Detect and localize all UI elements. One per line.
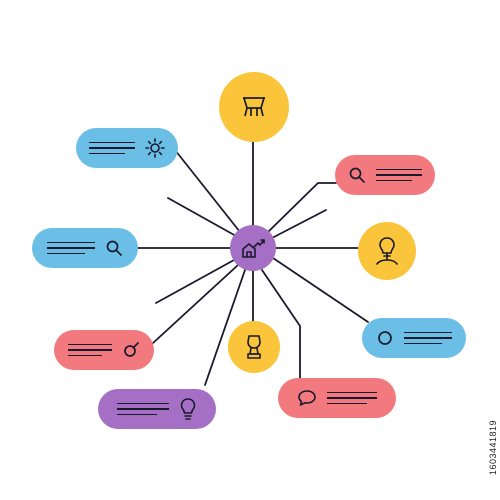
upper-right-pill (335, 155, 435, 195)
magnifier-icon (105, 239, 123, 257)
award-cup-icon (240, 95, 268, 119)
placeholder-text-lines (327, 391, 377, 405)
upper-left-pill (76, 128, 178, 168)
trophy-figure-icon (243, 333, 265, 361)
growth-chart-house-icon (240, 237, 266, 259)
left-pill (32, 228, 138, 268)
connector-lower-right (272, 257, 369, 323)
placeholder-text-lines (404, 331, 452, 345)
gear-icon (145, 138, 165, 158)
placeholder-text-lines (89, 141, 135, 155)
connector-upper-right (267, 182, 337, 233)
bottom-left-pill (98, 389, 216, 429)
top-circle-node (219, 72, 289, 142)
bottom-right-pill (278, 378, 396, 418)
lower-right-pill (362, 318, 466, 358)
connector-upper-left (174, 149, 241, 233)
circle-icon (376, 329, 394, 347)
placeholder-text-lines (376, 168, 422, 182)
connector-right-upper (271, 209, 327, 239)
connector-bottom-right (261, 269, 301, 379)
connector-lower-left (152, 264, 239, 344)
bottom-circle-node (228, 321, 280, 373)
connector-upper-left-2 (167, 197, 237, 237)
speech-bubble-icon (297, 389, 317, 407)
placeholder-text-lines (68, 343, 112, 357)
connector-left-lower (155, 259, 235, 304)
placeholder-text-lines (117, 402, 169, 416)
stock-id-watermark: 1603441819 (488, 420, 498, 476)
target-icon (122, 341, 140, 359)
connector-bottom-left (204, 269, 246, 386)
lightbulb-person-icon (374, 236, 400, 266)
central-hub (230, 225, 276, 271)
right-circle-node (358, 222, 416, 280)
lightbulb-icon (179, 397, 197, 421)
lower-left-pill (54, 330, 154, 370)
magnifier-icon (348, 166, 366, 184)
placeholder-text-lines (47, 241, 95, 255)
